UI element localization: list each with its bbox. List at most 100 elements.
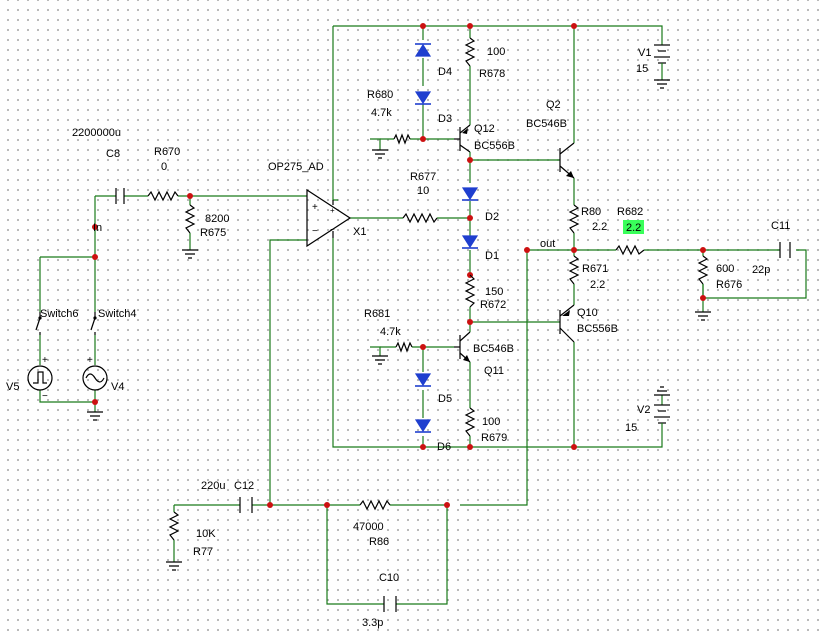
label-d4: D4	[438, 66, 452, 78]
label-v4: V4	[111, 381, 124, 393]
label-r80-value: 2.2	[592, 221, 607, 233]
resistor-r77	[168, 511, 180, 541]
label-d2: D2	[485, 211, 499, 223]
label-r679-ref: R679	[481, 432, 507, 444]
svg-text:+: +	[42, 355, 48, 366]
label-r681-ref: R681	[364, 308, 390, 320]
label-q10-ref: Q10	[577, 307, 598, 319]
label-c11-value: 22p	[752, 264, 770, 276]
resistor-r676	[697, 255, 709, 285]
label-r672-ref: R672	[480, 299, 506, 311]
label-r77-ref: R77	[193, 546, 213, 558]
resistor-r679	[464, 407, 476, 437]
diode-d3	[414, 91, 432, 105]
label-opamp-model: OP275_AD	[268, 161, 324, 173]
label-c10-ref: C10	[379, 572, 399, 584]
label-switch4: Switch4	[98, 308, 137, 320]
source-v5: + −	[27, 355, 53, 402]
diode-d5	[414, 373, 432, 387]
label-d1: D1	[485, 250, 499, 262]
label-d3: D3	[438, 113, 452, 125]
component-labels: 2200000u C8 R670 0 8200 R675 OP275_AD X1…	[6, 46, 790, 629]
transistor-q2	[559, 142, 575, 179]
capacitor-c12	[239, 497, 253, 513]
resistors	[147, 37, 709, 541]
label-c12-ref: C12	[234, 480, 254, 492]
label-c11-ref: C11	[771, 220, 790, 232]
svg-text:−: −	[312, 226, 318, 237]
resistor-r678	[464, 37, 476, 67]
label-r675-value: 8200	[205, 213, 229, 225]
label-c10-value: 3.3p	[362, 617, 383, 629]
label-v2-ref: V2	[637, 404, 650, 416]
transistor-q12	[454, 124, 471, 153]
source-v4: +	[82, 355, 108, 391]
switch-4	[90, 312, 97, 335]
label-d6: D6	[437, 441, 451, 453]
resistor-r682	[615, 244, 645, 256]
resistor-r670	[147, 190, 179, 202]
svg-text:+: +	[312, 202, 318, 213]
label-opamp-ref: X1	[353, 226, 366, 238]
label-switch6: Switch6	[40, 308, 79, 320]
label-r676-value: 600	[716, 263, 734, 275]
label-c8-ref: C8	[106, 148, 120, 160]
label-c8-value: 2200000u	[72, 127, 121, 139]
label-q12-model: BC556B	[474, 140, 515, 152]
label-node-in: In	[93, 222, 102, 234]
transistors	[454, 124, 575, 363]
label-r676-ref: R676	[716, 279, 742, 291]
label-r678-ref: R678	[479, 68, 505, 80]
label-r677-value: 10	[417, 185, 429, 197]
label-r675-ref: R675	[200, 227, 226, 239]
resistor-r80	[568, 204, 580, 234]
transistor-q10	[559, 304, 575, 343]
label-q2-model: BC546B	[526, 118, 567, 130]
capacitor-c10	[383, 596, 397, 612]
resistor-r86	[359, 499, 391, 511]
label-v1-value: 15	[636, 63, 648, 75]
resistor-r677	[402, 212, 438, 224]
resistor-r675	[184, 204, 196, 234]
battery-v1	[654, 44, 670, 80]
label-r679-value: 100	[482, 416, 500, 428]
wires	[39, 25, 807, 605]
svg-text:+: +	[87, 355, 93, 366]
capacitors	[115, 188, 791, 612]
label-d5: D5	[438, 393, 452, 405]
label-r682-value: 2.2	[626, 222, 641, 234]
opamp-x1: + − + −	[306, 188, 352, 248]
ground-symbols	[87, 79, 711, 571]
junction-dots	[92, 23, 706, 508]
diode-d1	[461, 235, 479, 249]
capacitor-c8	[115, 188, 125, 204]
label-r677-ref: R677	[410, 171, 436, 183]
resistor-r681	[395, 341, 413, 353]
label-c12-value: 220u	[201, 480, 225, 492]
resistor-r680	[393, 133, 411, 145]
label-r80-ref: R80	[581, 206, 601, 218]
label-q12-ref: Q12	[474, 123, 495, 135]
label-r681-value: 4.7k	[380, 326, 401, 338]
svg-text:−: −	[42, 391, 48, 402]
label-node-out: out	[540, 238, 555, 250]
capacitor-c11	[779, 242, 791, 258]
label-r680-value: 4.7k	[371, 107, 392, 119]
svg-text:−: −	[330, 225, 335, 234]
label-r682-ref: R682	[617, 206, 643, 218]
diode-d6	[414, 419, 432, 433]
label-r86-value: 47000	[353, 521, 384, 533]
label-v5: V5	[6, 381, 19, 393]
switch-6	[35, 312, 42, 335]
label-r670-ref: R670	[154, 146, 180, 158]
label-v1-ref: V1	[638, 47, 651, 59]
label-r680-ref: R680	[367, 89, 393, 101]
diodes	[414, 43, 479, 433]
battery-v2	[654, 395, 670, 430]
diode-d4	[414, 43, 432, 57]
resistor-r671	[568, 255, 580, 285]
label-r671-value: 2.2	[590, 279, 605, 291]
label-r86-ref: R86	[369, 536, 389, 548]
